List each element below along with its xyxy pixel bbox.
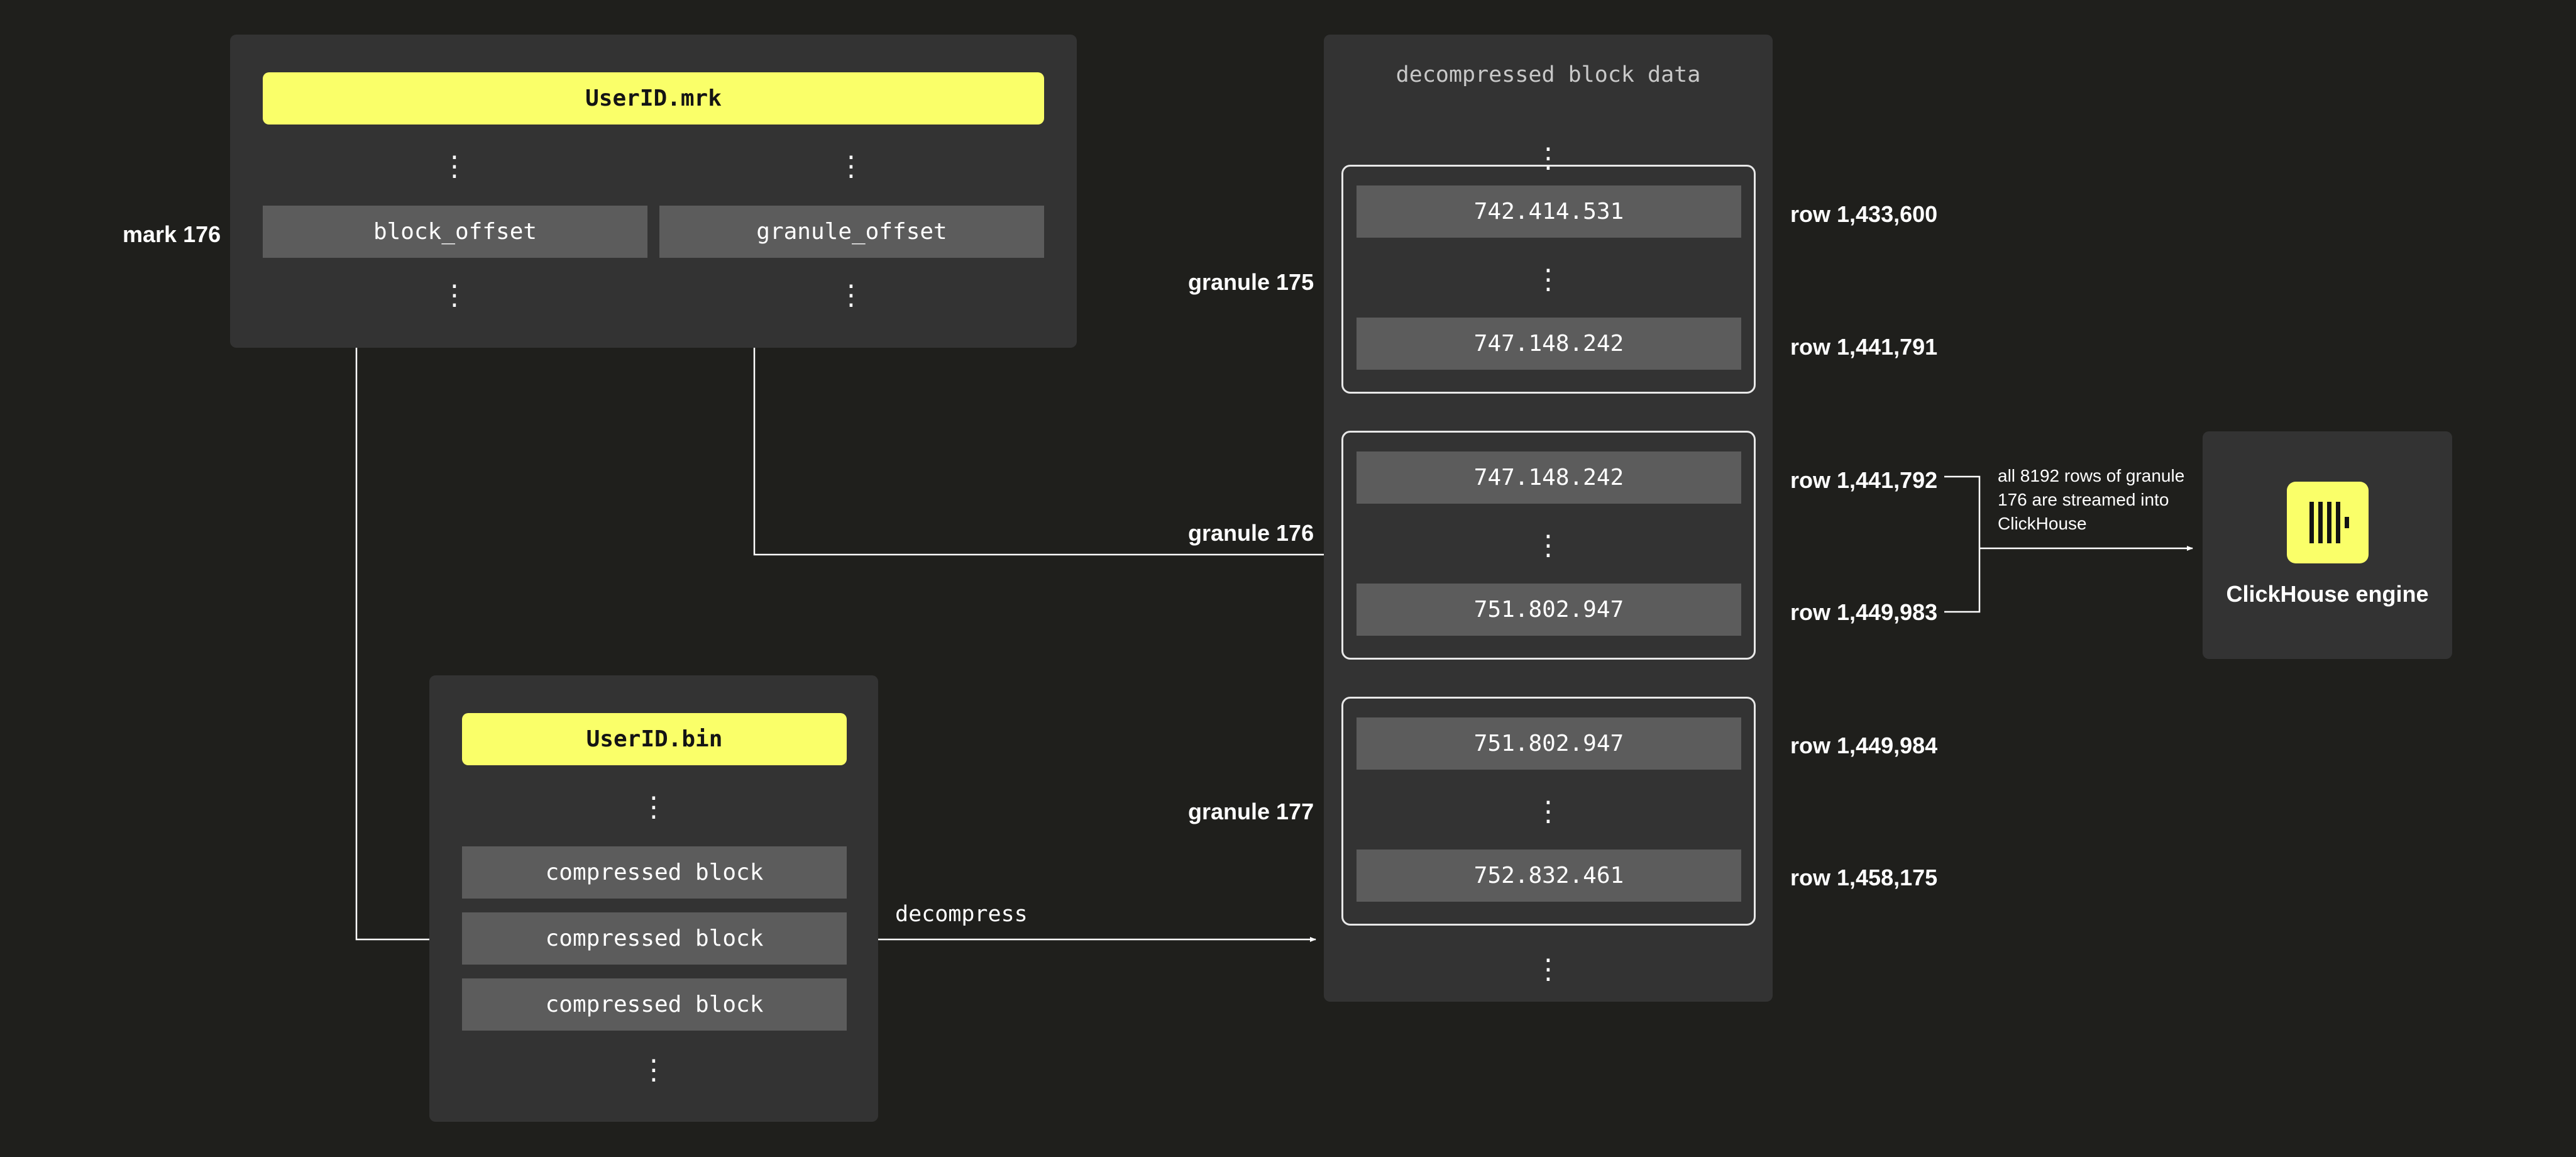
bin-top-ellipsis: ⋮ (640, 792, 668, 822)
compressed-block: compressed block (462, 978, 847, 1031)
row-label: row 1,449,984 (1790, 733, 1938, 758)
clickhouse-logo-icon (2287, 482, 2369, 563)
row-label: row 1,458,175 (1790, 865, 1938, 890)
granule-177-last-value: 752.832.461 (1357, 850, 1741, 902)
compressed-block: compressed block (462, 846, 847, 899)
mark-label: mark 176 (123, 221, 221, 247)
granule-177-first-value: 751.802.947 (1357, 717, 1741, 770)
block-offset-cell: block_offset (263, 206, 647, 258)
decompressed-bottom-ellipsis: ⋮ (1534, 954, 1562, 985)
mark-col2-top-ellipsis: ⋮ (837, 151, 865, 182)
granule-box-176: 747.148.242 ⋮ 751.802.947 (1341, 431, 1756, 660)
bin-file-panel: UserID.bin ⋮ compressed block compressed… (429, 675, 878, 1122)
mark-col1-top-ellipsis: ⋮ (441, 151, 468, 182)
mark-file-title: UserID.mrk (263, 72, 1044, 125)
bin-bottom-ellipsis: ⋮ (640, 1055, 668, 1085)
granule-offset-arrow (753, 258, 1333, 557)
mark-file-panel: UserID.mrk ⋮ ⋮ block_offset granule_offs… (230, 35, 1077, 348)
bin-file-title: UserID.bin (462, 713, 847, 765)
granule-176-first-value: 747.148.242 (1357, 451, 1741, 504)
stream-note: all 8192 rows of granule 176 are streame… (1998, 466, 2185, 533)
granule-box-177: 751.802.947 ⋮ 752.832.461 (1341, 697, 1756, 926)
decompressed-data-title: decompressed block data (1395, 62, 1701, 87)
clickhouse-engine-label: ClickHouse engine (2226, 581, 2429, 607)
granule-175-first-value: 742.414.531 (1357, 185, 1741, 238)
mark-col2-bottom-ellipsis: ⋮ (837, 280, 865, 311)
granule-175-ellipsis: ⋮ (1534, 264, 1562, 295)
clickhouse-engine-panel: ClickHouse engine (2203, 431, 2452, 659)
granule-176-label: granule 176 (1188, 520, 1314, 546)
granule-176-last-value: 751.802.947 (1357, 584, 1741, 636)
row-label: row 1,441,792 (1790, 467, 1938, 493)
mark-col1-bottom-ellipsis: ⋮ (441, 280, 468, 311)
row-label: row 1,441,791 (1790, 334, 1938, 360)
block-offset-arrow (355, 258, 456, 942)
granule-175-label: granule 175 (1188, 269, 1314, 295)
granule-box-175: 742.414.531 ⋮ 747.148.242 (1341, 165, 1756, 394)
granule-177-ellipsis: ⋮ (1534, 796, 1562, 827)
granule-176-ellipsis: ⋮ (1534, 530, 1562, 561)
granule-177-label: granule 177 (1188, 799, 1314, 824)
decompressed-top-ellipsis: ⋮ (1534, 143, 1562, 174)
compressed-block: compressed block (462, 912, 847, 965)
granule-175-last-value: 747.148.242 (1357, 318, 1741, 370)
rows-bracket (1944, 475, 1981, 613)
decompressed-data-panel: decompressed block data ⋮ 742.414.531 ⋮ … (1324, 35, 1773, 1002)
row-label: row 1,433,600 (1790, 201, 1938, 227)
row-label: row 1,449,983 (1790, 599, 1938, 625)
granule-offset-cell: granule_offset (659, 206, 1044, 258)
decompress-label: decompress (895, 902, 1028, 927)
